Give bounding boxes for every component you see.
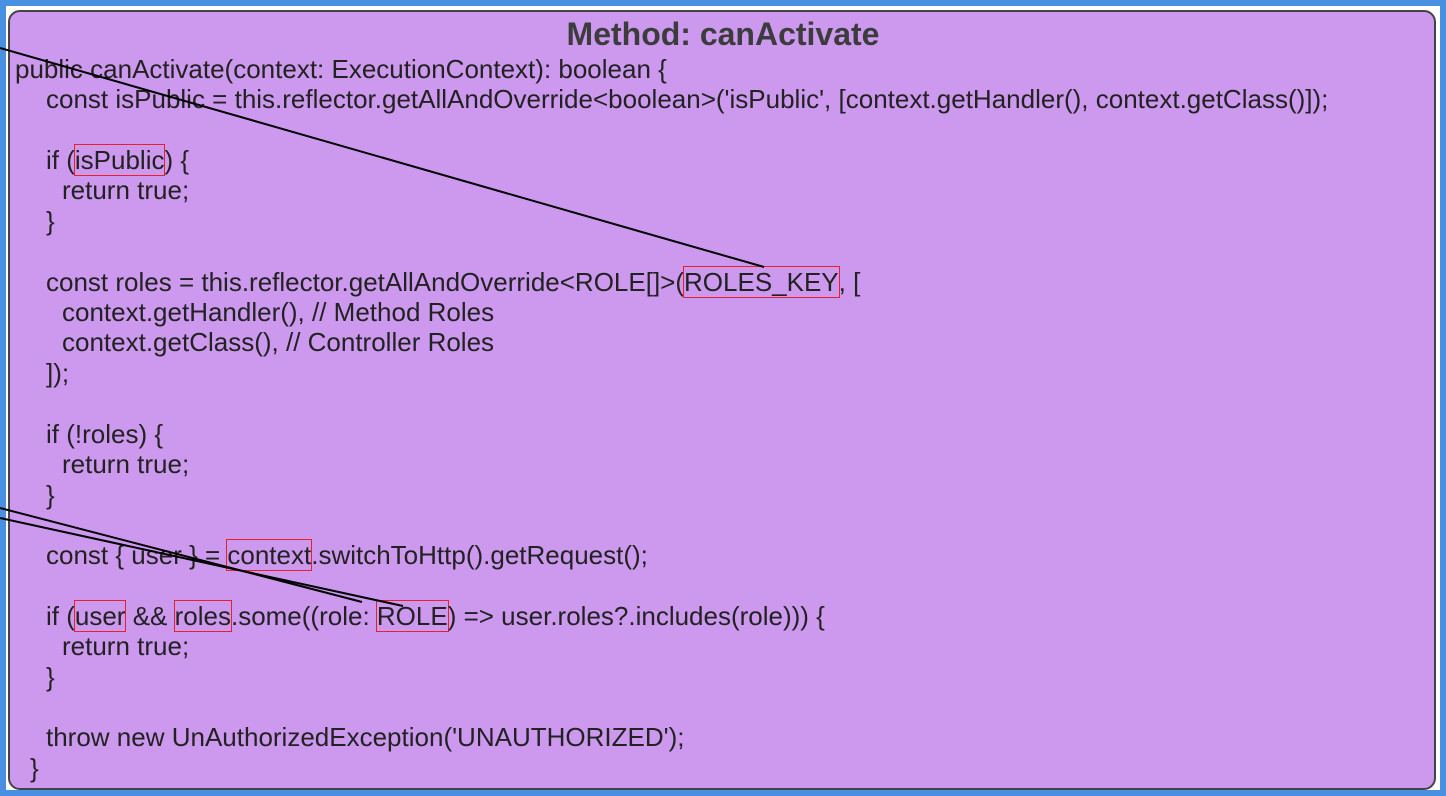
reference-highlight-user[interactable]: user bbox=[73, 600, 127, 632]
reference-highlight-roles[interactable]: roles bbox=[173, 600, 232, 632]
code-text: const { user } = bbox=[46, 540, 228, 570]
code-line-7: context.getHandler(), // Method Roles bbox=[62, 297, 495, 327]
code-line-1: public canActivate(context: ExecutionCon… bbox=[15, 54, 667, 84]
code-line-6: const roles = this.reflector.getAllAndOv… bbox=[46, 266, 861, 298]
reference-highlight-context[interactable]: context bbox=[226, 539, 313, 571]
code-line-12: } bbox=[46, 480, 55, 510]
code-line-8: context.getClass(), // Controller Roles bbox=[62, 327, 495, 357]
method-title: Method: canActivate bbox=[566, 16, 880, 52]
code-text: if ( bbox=[46, 601, 75, 631]
code-line-16: } bbox=[46, 662, 55, 692]
code-text: if ( bbox=[46, 145, 75, 175]
method-node[interactable] bbox=[8, 10, 1436, 790]
code-text: ) { bbox=[164, 145, 190, 175]
code-text: ) => user.roles?.includes(role))) { bbox=[447, 601, 825, 631]
code-line-5: } bbox=[46, 206, 55, 236]
code-line-3: if (isPublic) { bbox=[46, 144, 190, 176]
code-line-17: throw new UnAuthorizedException('UNAUTHO… bbox=[46, 722, 685, 752]
code-line-14: if (user && roles.some((role: ROLE) => u… bbox=[46, 600, 825, 632]
code-line-9: ]); bbox=[46, 358, 70, 388]
code-text: .some((role: bbox=[230, 601, 377, 631]
code-text: && bbox=[125, 601, 175, 631]
code-line-11: return true; bbox=[62, 449, 190, 479]
code-line-4: return true; bbox=[62, 175, 190, 205]
code-text: , [ bbox=[838, 267, 861, 297]
code-line-18: } bbox=[30, 753, 39, 783]
code-line-10: if (!roles) { bbox=[46, 419, 164, 449]
reference-highlight-ispublic[interactable]: isPublic bbox=[73, 144, 166, 176]
code-line-2: const isPublic = this.reflector.getAllAn… bbox=[46, 84, 1329, 114]
code-line-15: return true; bbox=[62, 631, 190, 661]
code-text: const roles = this.reflector.getAllAndOv… bbox=[46, 267, 685, 297]
reference-highlight-role-type[interactable]: ROLE bbox=[375, 600, 449, 632]
code-text: .switchToHttp().getRequest(); bbox=[311, 540, 648, 570]
reference-highlight-roles-key[interactable]: ROLES_KEY bbox=[683, 266, 840, 298]
code-line-13: const { user } = context.switchToHttp().… bbox=[46, 539, 648, 571]
